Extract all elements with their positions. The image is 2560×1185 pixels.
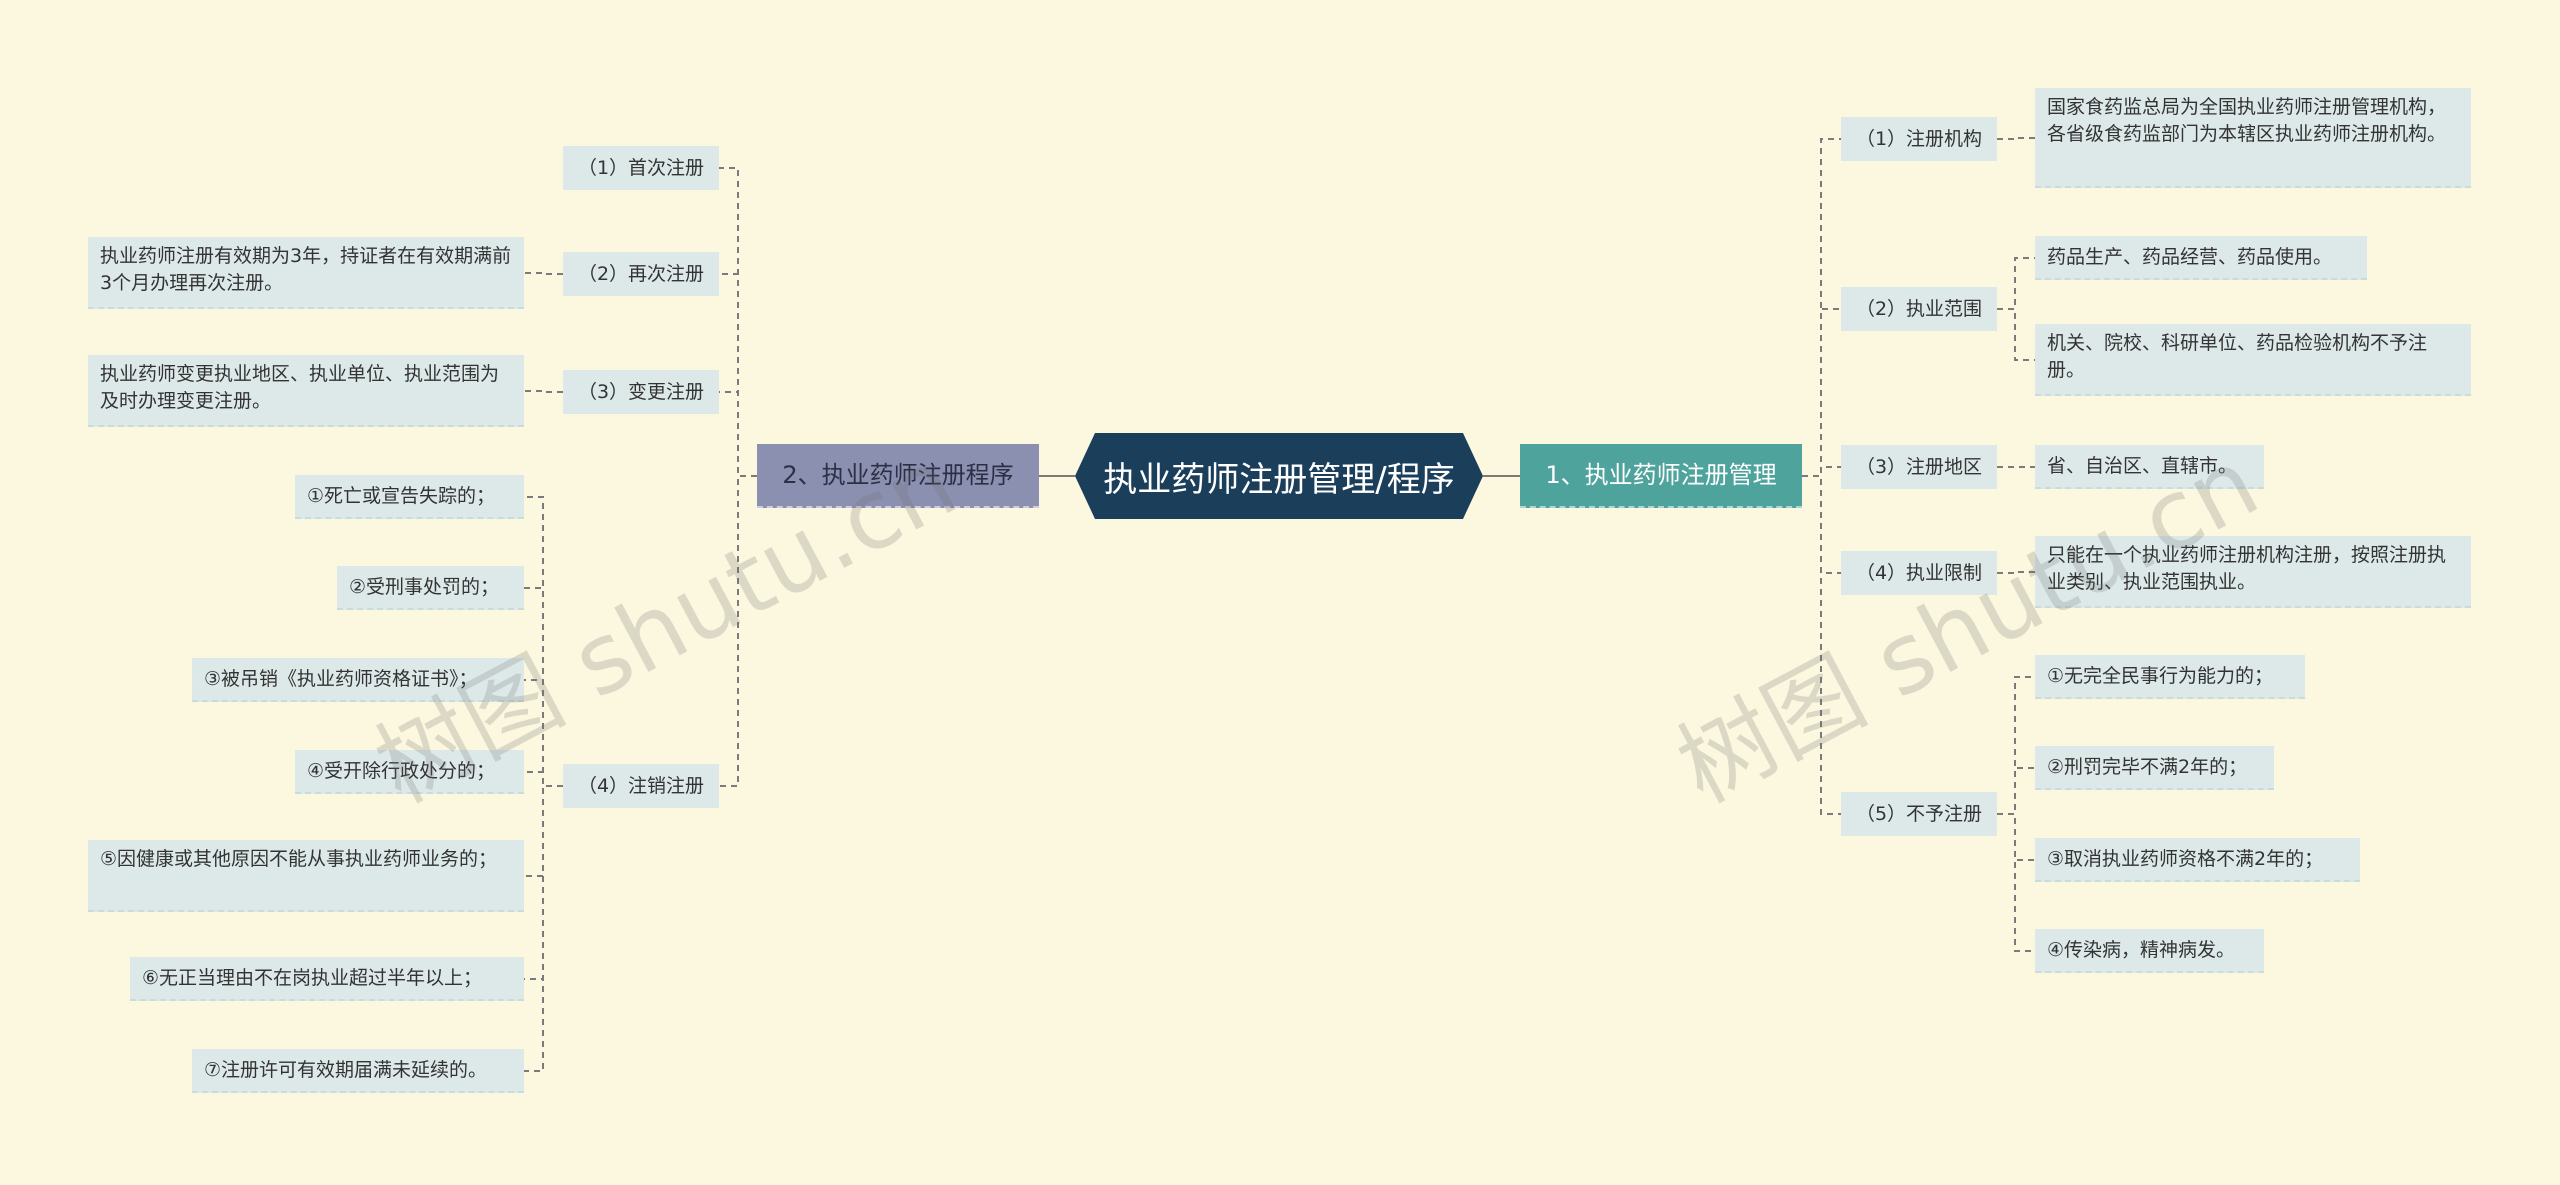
connector-right-leaf-no-registration-4 (1997, 813, 2035, 952)
right-leaf-no-registration-4[interactable]: ④传染病，精神病发。 (2035, 929, 2264, 973)
right-leaf-no-registration-3[interactable]: ③取消执业药师资格不满2年的； (2035, 838, 2360, 882)
connector-right-leaf-no-registration-1 (1997, 676, 2035, 815)
connector-left-sub-cancel-registration (719, 475, 757, 787)
right-sub-registration-region[interactable]: （3）注册地区 (1841, 445, 1997, 489)
left-leaf-cancel-5[interactable]: ⑤因健康或其他原因不能从事执业药师业务的； (88, 840, 524, 912)
connector-left-leaf-cancel-3 (524, 679, 563, 787)
branch-right[interactable]: 1、执业药师注册管理 (1520, 444, 1802, 508)
connector-left-leaf-cancel-6 (524, 785, 563, 980)
connector-right-sub-no-registration (1802, 475, 1841, 815)
connector-left-leaf-cancel-7 (524, 785, 563, 1072)
right-sub-practice-restriction[interactable]: （4）执业限制 (1841, 551, 1997, 595)
left-leaf-cancel-1[interactable]: ①死亡或宣告失踪的； (295, 475, 524, 519)
left-leaf-cancel-4[interactable]: ④受开除行政处分的； (295, 750, 524, 794)
connector-right-leaf-scope-1 (1997, 257, 2035, 310)
left-leaf-cancel-7[interactable]: ⑦注册许可有效期届满未延续的。 (192, 1049, 524, 1093)
left-leaf-renewal-detail[interactable]: 执业药师注册有效期为3年，持证者在有效期满前3个月办理再次注册。 (88, 237, 524, 309)
right-sub-no-registration[interactable]: （5）不予注册 (1841, 792, 1997, 836)
left-sub-cancel-registration[interactable]: （4）注销注册 (563, 764, 719, 808)
connector-right-leaf-authority-detail (1997, 137, 2035, 140)
connector-left-leaf-cancel-4 (524, 771, 563, 787)
right-leaf-no-registration-1[interactable]: ①无完全民事行为能力的； (2035, 655, 2305, 699)
left-leaf-cancel-3[interactable]: ③被吊销《执业药师资格证书》； (192, 658, 524, 702)
right-leaf-authority-detail[interactable]: 国家食药监总局为全国执业药师注册管理机构，各省级食药监部门为本辖区执业药师注册机… (2035, 88, 2471, 188)
root-hexagon-shape (1075, 433, 1483, 519)
connector-right-sub-practice-scope (1802, 308, 1841, 477)
branch-left[interactable]: 2、执业药师注册程序 (757, 444, 1039, 508)
right-leaf-restriction-1[interactable]: 只能在一个执业药师注册机构注册，按照注册执业类别、执业范围执业。 (2035, 536, 2471, 608)
left-sub-first-registration[interactable]: （1）首次注册 (563, 146, 719, 190)
left-leaf-change-detail[interactable]: 执业药师变更执业地区、执业单位、执业范围为及时办理变更注册。 (88, 355, 524, 427)
left-leaf-cancel-6[interactable]: ⑥无正当理由不在岗执业超过半年以上； (130, 957, 524, 1001)
connector-right-leaf-no-registration-2 (1997, 767, 2035, 815)
connector-right-sub-registration-authority (1802, 138, 1841, 477)
connector-right-leaf-scope-2 (1997, 308, 2035, 361)
connector-left-leaf-cancel-1 (524, 496, 563, 787)
right-sub-practice-scope[interactable]: （2）执业范围 (1841, 287, 1997, 331)
connector-left-sub-change-registration (719, 391, 757, 477)
connector-right-sub-registration-region (1802, 466, 1841, 477)
connector-left-sub-first-registration (719, 167, 757, 477)
right-leaf-region-1[interactable]: 省、自治区、直辖市。 (2035, 445, 2264, 489)
right-leaf-scope-1[interactable]: 药品生产、药品经营、药品使用。 (2035, 236, 2367, 280)
root-node[interactable]: 执业药师注册管理/程序 (1075, 433, 1483, 519)
left-sub-change-registration[interactable]: （3）变更注册 (563, 370, 719, 414)
left-sub-renewal-registration[interactable]: （2）再次注册 (563, 252, 719, 296)
root-label: 执业药师注册管理/程序 (1103, 459, 1455, 500)
left-leaf-cancel-2[interactable]: ②受刑事处罚的； (337, 566, 524, 610)
connector-left-leaf-change-detail (524, 390, 563, 393)
connector-right-leaf-restriction-1 (1997, 571, 2035, 574)
right-sub-registration-authority[interactable]: （1）注册机构 (1841, 117, 1997, 161)
right-leaf-no-registration-2[interactable]: ②刑罚完毕不满2年的； (2035, 746, 2274, 790)
right-leaf-scope-2[interactable]: 机关、院校、科研单位、药品检验机构不予注册。 (2035, 324, 2471, 396)
connector-left-leaf-renewal-detail (524, 272, 563, 275)
